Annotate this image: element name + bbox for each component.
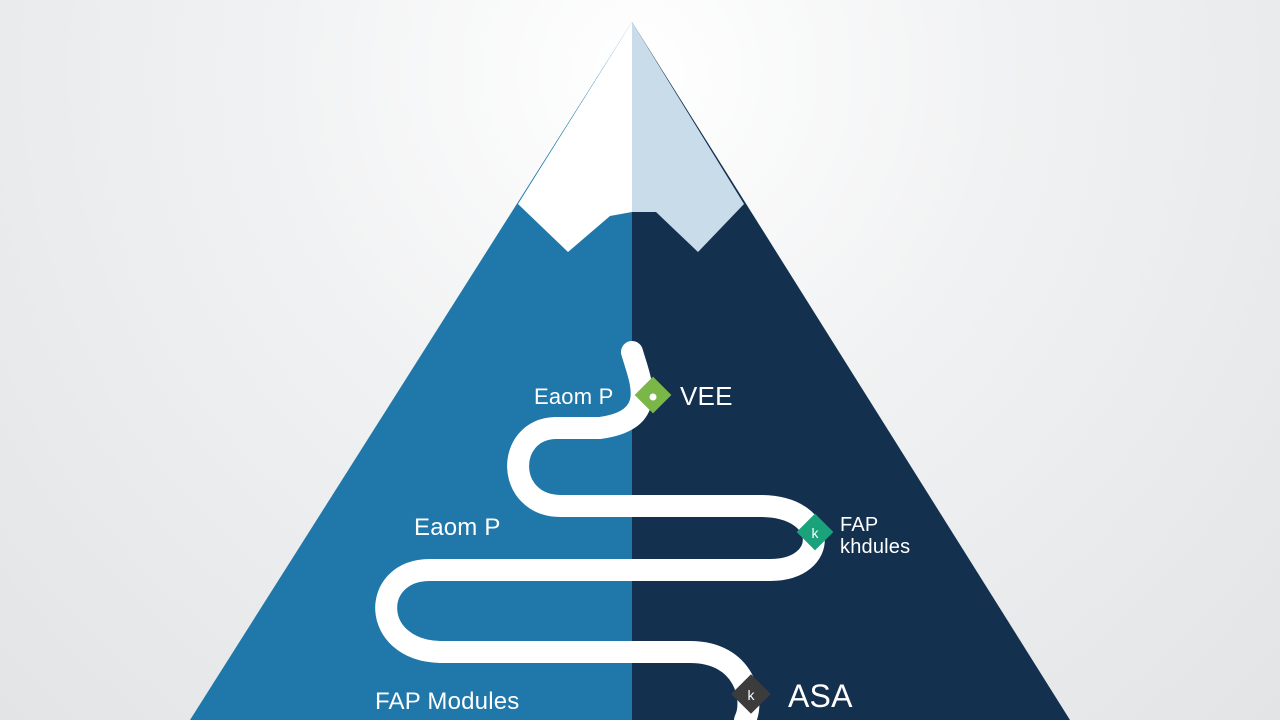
snow-cap-left <box>518 22 632 252</box>
diamond-marker-green-icon <box>634 376 672 414</box>
diamond-marker-teal-icon: k <box>796 513 834 551</box>
mountain-left-face <box>190 22 632 720</box>
mountain-right-face <box>632 22 1070 720</box>
label-right-middle-line1: FAP <box>840 514 879 536</box>
label-left-middle: Eaom P <box>414 514 501 541</box>
snow-cap-right <box>632 22 744 252</box>
svg-text:k: k <box>812 525 820 541</box>
label-left-lower: FAP Modules <box>375 688 520 715</box>
label-right-middle-line2: khdules <box>840 536 911 558</box>
svg-text:k: k <box>748 687 756 703</box>
label-right-middle: FAP khdules <box>840 514 910 558</box>
diamond-marker-dark-icon: k <box>731 674 771 714</box>
label-right-lower: ASA <box>788 678 853 714</box>
label-left-upper: Eaom P <box>534 384 614 409</box>
label-right-upper: VEE <box>680 381 733 411</box>
